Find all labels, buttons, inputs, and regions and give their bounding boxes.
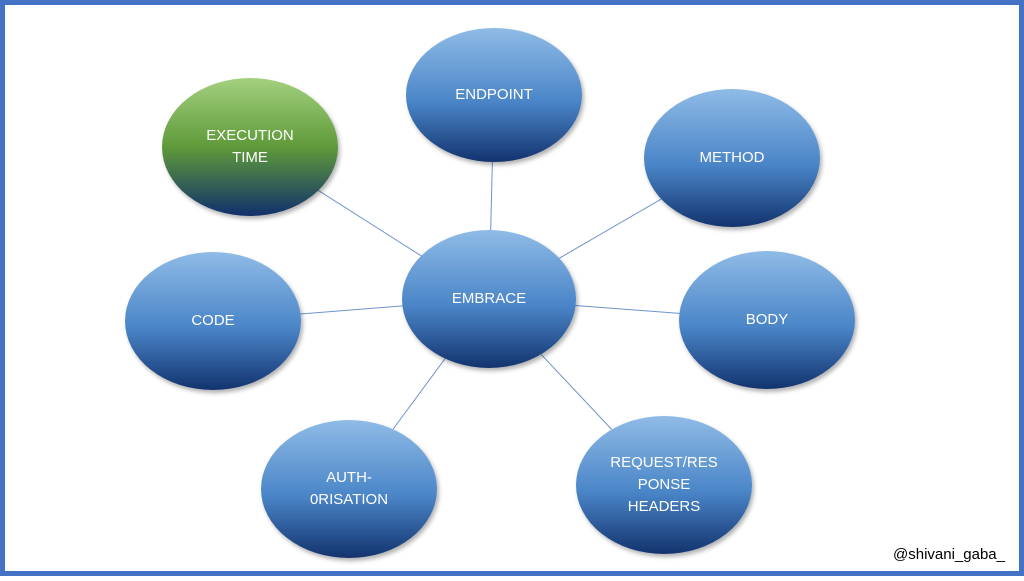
node-method: METHOD (644, 89, 820, 227)
connector-headers (540, 353, 613, 430)
node-code: CODE (125, 252, 301, 390)
node-code-label: CODE (191, 312, 234, 329)
node-headers-label: REQUEST/RES (610, 454, 718, 471)
node-body-shape (679, 251, 855, 389)
node-execution-time: EXECUTION TIME (162, 78, 338, 216)
node-headers-shape (576, 416, 752, 554)
node-method-shape (644, 89, 820, 227)
node-endpoint-label: ENDPOINT (455, 86, 533, 103)
node-body-label: BODY (746, 311, 789, 328)
nodes: EMBRACE ENDPOINT METHOD BODY REQUEST/RES PONS… (125, 28, 855, 558)
connector-execution-time (318, 190, 422, 257)
node-authorisation-shape (261, 420, 437, 558)
author-handle: @shivani_gaba_ (893, 546, 1005, 563)
node-execution-time-label: TIME (232, 149, 268, 166)
node-authorisation: AUTH- 0RISATION (261, 420, 437, 558)
node-headers: REQUEST/RES PONSE HEADERS (576, 416, 752, 554)
node-execution-time-shape (162, 78, 338, 216)
node-embrace-label: EMBRACE (452, 290, 526, 307)
connector-authorisation (392, 358, 446, 430)
node-endpoint: ENDPOINT (406, 28, 582, 162)
node-authorisation-label: 0RISATION (310, 491, 388, 508)
node-code-shape (125, 252, 301, 390)
node-authorisation-label: AUTH- (326, 469, 372, 486)
connector-endpoint (490, 161, 493, 231)
node-headers-label: HEADERS (628, 498, 701, 515)
node-body: BODY (679, 251, 855, 389)
mind-map-diagram: EMBRACE ENDPOINT METHOD BODY REQUEST/RES PONS… (125, 28, 855, 558)
connectors (300, 161, 680, 430)
node-execution-time-label: EXECUTION (206, 127, 294, 144)
connector-code (300, 305, 403, 315)
connector-method (558, 198, 662, 259)
connector-body (575, 305, 680, 314)
node-headers-label: PONSE (638, 476, 691, 493)
node-embrace: EMBRACE (402, 230, 576, 368)
node-embrace-shape (402, 230, 576, 368)
node-endpoint-shape (406, 28, 582, 162)
node-method-label: METHOD (700, 149, 765, 166)
